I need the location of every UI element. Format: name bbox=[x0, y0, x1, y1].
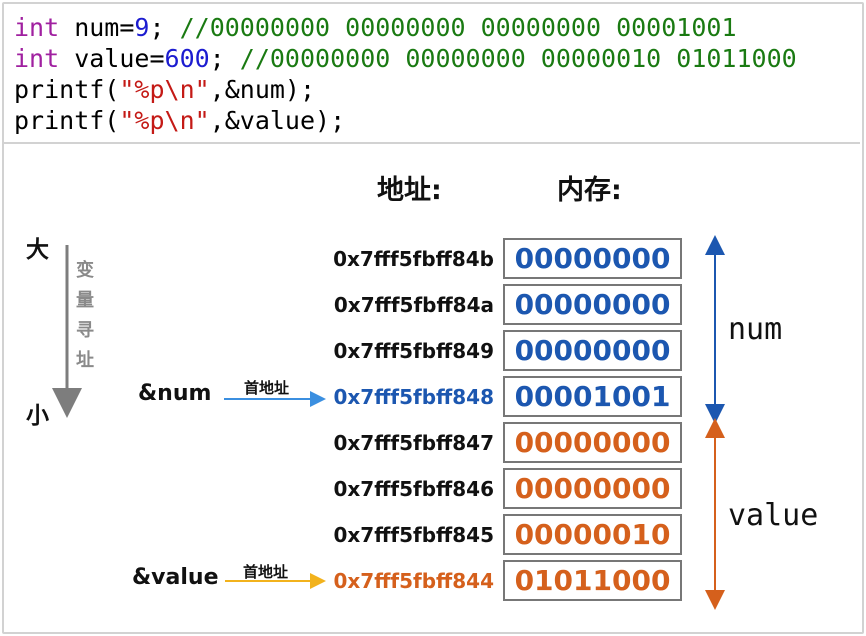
memory-byte-cell: 01011000 bbox=[503, 560, 682, 601]
code-line-4: printf("%p\n",&value); bbox=[14, 106, 346, 135]
direction-char: 量 bbox=[76, 290, 94, 311]
memory-byte-cell: 00000000 bbox=[503, 422, 682, 463]
code-line-3: printf("%p\n",&num); bbox=[14, 75, 316, 104]
direction-big-label: 大 bbox=[26, 237, 49, 263]
memory-address: 0x7fff5fbff84b bbox=[333, 247, 494, 271]
address-header: 地址: bbox=[377, 175, 442, 206]
direction-char: 寻 bbox=[76, 320, 94, 341]
num-pointer-label: &num bbox=[138, 381, 212, 406]
memory-byte-cell: 00000000 bbox=[503, 284, 682, 325]
direction-vertical-label: 变 量 寻 址 bbox=[73, 256, 97, 376]
memory-address: 0x7fff5fbff848 bbox=[333, 385, 494, 409]
num-first-address-tag: 首地址 bbox=[244, 379, 290, 397]
code-line-1: int num=9; //00000000 00000000 00000000 … bbox=[14, 13, 737, 42]
memory-byte-cell: 00001001 bbox=[503, 376, 682, 417]
memory-byte-cell: 00000000 bbox=[503, 238, 682, 279]
memory-address: 0x7fff5fbff84a bbox=[333, 293, 494, 317]
code-line-2: int value=600; //00000000 00000000 00000… bbox=[14, 44, 797, 73]
memory-byte-cell: 00000000 bbox=[503, 330, 682, 371]
memory-header: 内存: bbox=[557, 175, 622, 206]
direction-small-label: 小 bbox=[26, 403, 49, 429]
value-pointer-label: &value bbox=[132, 565, 219, 590]
value-first-address-tag: 首地址 bbox=[243, 563, 289, 581]
memory-byte-cell: 00000010 bbox=[503, 514, 682, 555]
code-panel: int num=9; //00000000 00000000 00000000 … bbox=[4, 4, 860, 144]
num-variable-label: num bbox=[728, 312, 783, 347]
memory-address: 0x7fff5fbff849 bbox=[333, 339, 494, 363]
direction-char: 址 bbox=[76, 350, 94, 371]
memory-address: 0x7fff5fbff847 bbox=[333, 431, 494, 455]
value-variable-label: value bbox=[728, 498, 819, 533]
memory-byte-cell: 00000000 bbox=[503, 468, 682, 509]
memory-address: 0x7fff5fbff846 bbox=[333, 477, 494, 501]
memory-address: 0x7fff5fbff844 bbox=[333, 569, 494, 593]
memory-address: 0x7fff5fbff845 bbox=[333, 523, 494, 547]
direction-char: 变 bbox=[76, 260, 94, 281]
